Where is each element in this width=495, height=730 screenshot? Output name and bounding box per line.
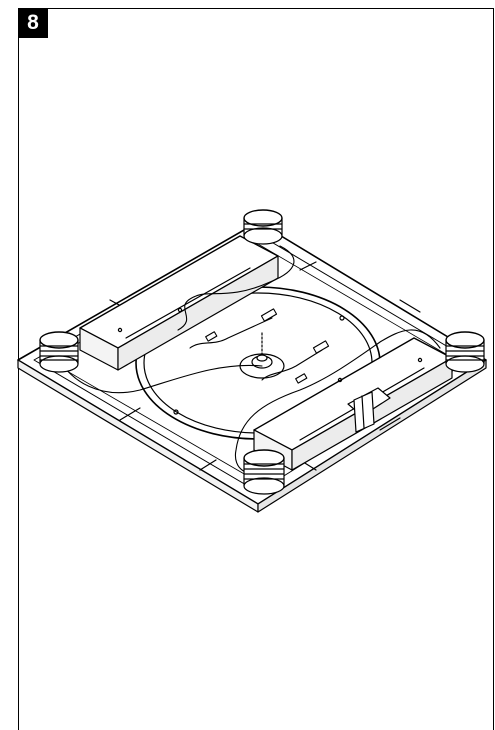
step-number-badge: 8 (18, 8, 48, 38)
foot-bottom (243, 449, 285, 495)
foot-top (243, 209, 283, 245)
left-rail-beam (79, 235, 279, 371)
foot-right (445, 331, 485, 373)
mounting-bracket (347, 387, 391, 433)
instruction-panel-frame (18, 8, 494, 730)
sensor-cables (59, 245, 441, 474)
foot-left (39, 331, 79, 373)
